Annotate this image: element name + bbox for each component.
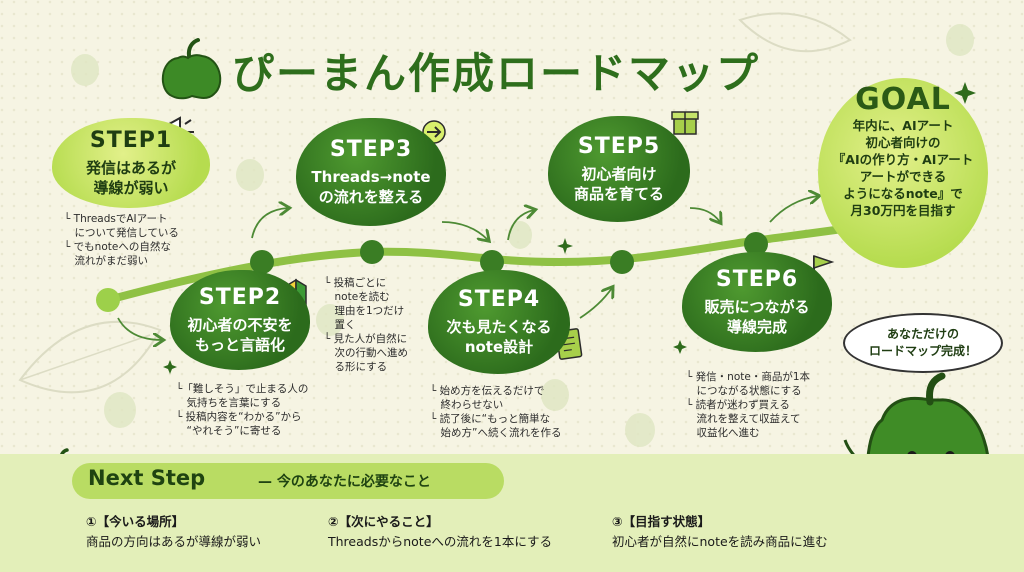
note-line: について発信している — [64, 227, 179, 239]
step5-bubble: STEP5 初心者向け 商品を育てる — [548, 116, 690, 222]
step2-bubble: STEP2 初心者の不安を もっと言語化 — [170, 270, 310, 370]
next-step-item-heading: ①【今いる場所】 — [86, 514, 185, 529]
step2-notes: └「難しそう」で止まる人の 気持ちを言葉にする └ 投稿内容を“わかる”から “… — [176, 382, 308, 438]
step6-notes: └ 発信・note・商品が1本 につながる状態にする └ 読者が迷わず買える 流… — [686, 370, 810, 440]
sparkle-icon — [673, 340, 687, 354]
note-line: noteを読む — [324, 291, 390, 303]
step-title-line: 販売につながる — [704, 298, 810, 316]
note-line: └「難しそう」で止まる人の — [176, 383, 309, 395]
roadmap-path — [104, 206, 964, 304]
path-dot — [610, 250, 634, 274]
pepper-icon — [162, 38, 222, 100]
note-line: 始め方”へ続く流れを作る — [430, 427, 562, 439]
step3-notes: └ 投稿ごとに noteを読む 理由を1つだけ 置く └ 見た人が自然に 次の行… — [324, 276, 408, 374]
note-line: └ 投稿内容を“わかる”から — [176, 411, 302, 423]
step-title-line: 導線完成 — [726, 318, 787, 336]
step-title-line: 初心者の不安を — [187, 316, 293, 334]
speech-bubble: あなただけの ロードマップ完成！ — [843, 313, 1003, 373]
note-line: └ 見た人が自然に — [324, 333, 408, 345]
step-title-line: 次も見たくなる — [446, 318, 552, 336]
path-dot — [250, 250, 274, 274]
speech-line: あなただけの — [886, 327, 959, 341]
sparkle-icon — [954, 82, 976, 104]
note-line: └ 読了後に“もっと簡単な — [430, 413, 551, 425]
step-title-line: 発信はあるが — [85, 159, 176, 177]
step-label: STEP5 — [577, 134, 661, 159]
note-line: 流れを整えて収益えて — [686, 413, 801, 425]
note-line: 次の行動へ進め — [324, 347, 408, 359]
next-step-item: ③【目指す状態】 初心者が自然にnoteを読み商品に進む — [612, 512, 828, 552]
step-title: Threads→note の流れを整える — [311, 167, 430, 207]
page-title: ぴーまん作成ロードマップ — [232, 49, 761, 98]
note-line: └ 読者が迷わず買える — [686, 399, 790, 411]
goal-text: 年内に、AIアート 初心者向けの 『AIの作り方・AIアート アートができる よ… — [833, 117, 973, 219]
step-title: 初心者の不安を もっと言語化 — [187, 315, 292, 355]
step-title-line: 商品を育てる — [573, 185, 664, 203]
step-title: 販売につながる 導線完成 — [704, 297, 809, 337]
path-dot — [480, 250, 504, 274]
path-dot — [744, 232, 768, 256]
note-line: 気持ちを言葉にする — [176, 397, 282, 409]
note-line: 理由を1つだけ — [324, 305, 405, 317]
note-line: につながる状態にする — [686, 385, 802, 397]
next-step-item-heading: ②【次にやること】 — [328, 514, 439, 529]
goal-label: GOAL — [855, 82, 951, 117]
step3-bubble: STEP3 Threads→note の流れを整える — [296, 118, 446, 226]
next-step-item: ①【今いる場所】 商品の方向はあるが導線が弱い — [86, 512, 261, 552]
note-line: └ でもnoteへの自然な — [64, 241, 171, 253]
note-line: └ ThreadsでAIアート — [64, 213, 168, 225]
next-step-title: Next Step — [88, 466, 206, 490]
step-title-line: Threads→note — [311, 168, 431, 186]
step1-notes: └ ThreadsでAIアート について発信している └ でもnoteへの自然な… — [64, 212, 179, 268]
step-title-line: note設計 — [464, 338, 534, 356]
step-label: STEP6 — [715, 267, 799, 292]
goal-line: 年内に、AIアート — [852, 118, 954, 133]
next-step-item-text: Threadsからnoteへの流れを1本にする — [328, 534, 552, 549]
goal-line: 『AIの作り方・AIアート — [832, 152, 974, 167]
step-title-line: 導線が弱い — [93, 179, 169, 197]
goal-line: ようになるnote』で — [843, 186, 963, 201]
sparkle-icon — [557, 238, 573, 254]
note-line: └ 始め方を伝えるだけで — [430, 385, 545, 397]
next-step-item-heading: ③【目指す状態】 — [612, 514, 711, 529]
path-dot — [96, 288, 120, 312]
step-title: 初心者向け 商品を育てる — [574, 164, 664, 204]
note-line: 終わらせない — [430, 399, 504, 411]
step1-bubble: STEP1 発信はあるが 導線が弱い — [52, 118, 210, 208]
step-label: STEP2 — [198, 285, 282, 310]
step-label: STEP3 — [329, 137, 413, 162]
goal-bubble: GOAL 年内に、AIアート 初心者向けの 『AIの作り方・AIアート アートが… — [818, 78, 988, 268]
step4-bubble: STEP4 次も見たくなる note設計 — [428, 270, 570, 374]
next-step-subtitle: — 今のあなたに必要なこと — [258, 474, 431, 490]
note-line: └ 発信・note・商品が1本 — [686, 371, 810, 383]
sparkle-icon — [163, 360, 177, 374]
step-title-line: もっと言語化 — [194, 336, 285, 354]
next-step-item-text: 初心者が自然にnoteを読み商品に進む — [612, 534, 828, 549]
step-label: STEP4 — [457, 287, 541, 312]
gift-box-icon — [671, 111, 699, 135]
goal-line: 月30万円を目指す — [850, 203, 956, 218]
note-line: └ 投稿ごとに — [324, 277, 387, 289]
note-line: “やれそう”に寄せる — [176, 425, 282, 437]
goal-line: アートができる — [859, 169, 947, 184]
goal-line: 初心者向けの — [865, 135, 941, 150]
step-title-line: の流れを整える — [318, 188, 424, 206]
note-line: 置く — [324, 319, 356, 331]
step4-notes: └ 始め方を伝えるだけで 終わらせない └ 読了後に“もっと簡単な 始め方”へ続… — [430, 384, 561, 440]
speech-line: ロードマップ完成！ — [868, 344, 977, 358]
note-line: る形にする — [324, 361, 388, 373]
step-label: STEP1 — [89, 128, 173, 153]
next-step-header — [72, 463, 504, 499]
step-title: 発信はあるが 導線が弱い — [86, 158, 176, 198]
step-title: 次も見たくなる note設計 — [446, 317, 551, 357]
note-line: 収益化へ進む — [686, 427, 760, 439]
step-title-line: 初心者向け — [581, 165, 657, 183]
next-step-item: ②【次にやること】 Threadsからnoteへの流れを1本にする — [328, 512, 552, 552]
step6-bubble: STEP6 販売につながる 導線完成 — [682, 252, 832, 352]
path-dot — [360, 240, 384, 264]
note-line: 流れがまだ弱い — [64, 255, 148, 267]
next-step-item-text: 商品の方向はあるが導線が弱い — [86, 534, 262, 549]
